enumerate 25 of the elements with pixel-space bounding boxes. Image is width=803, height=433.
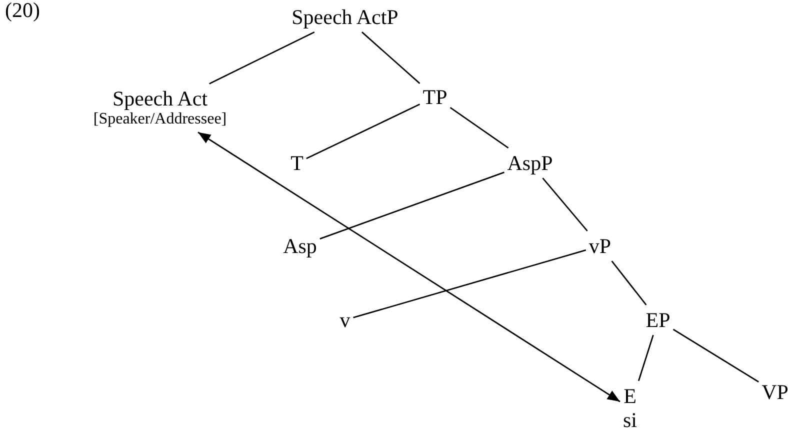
node-label: Speech Act (111, 86, 209, 111)
lexical-item: si (623, 408, 637, 432)
example-number: (20) (5, 0, 40, 23)
branch-line (353, 249, 586, 318)
feature-label: [Speaker/Addressee] (93, 110, 227, 130)
branch-line (611, 260, 647, 306)
node-label: AspP (507, 150, 553, 176)
branch-line (672, 328, 759, 382)
node-label: vP (588, 234, 612, 258)
double-headed-arrow (198, 132, 620, 402)
branch-line (306, 104, 420, 160)
node-label: E (623, 384, 637, 408)
branch-line (450, 107, 509, 148)
node-label: T (290, 150, 304, 176)
node-label: TP (422, 84, 448, 110)
branch-line (638, 334, 654, 382)
node-label: VP (762, 380, 788, 404)
node-label: EP (646, 308, 670, 332)
branch-line (320, 172, 504, 240)
branch-line (542, 178, 588, 232)
node-label: Asp (283, 234, 317, 258)
branch-line (209, 31, 315, 84)
branch-line (361, 32, 420, 84)
node-label: Speech ActP (292, 4, 398, 30)
node-label: v (340, 308, 350, 332)
